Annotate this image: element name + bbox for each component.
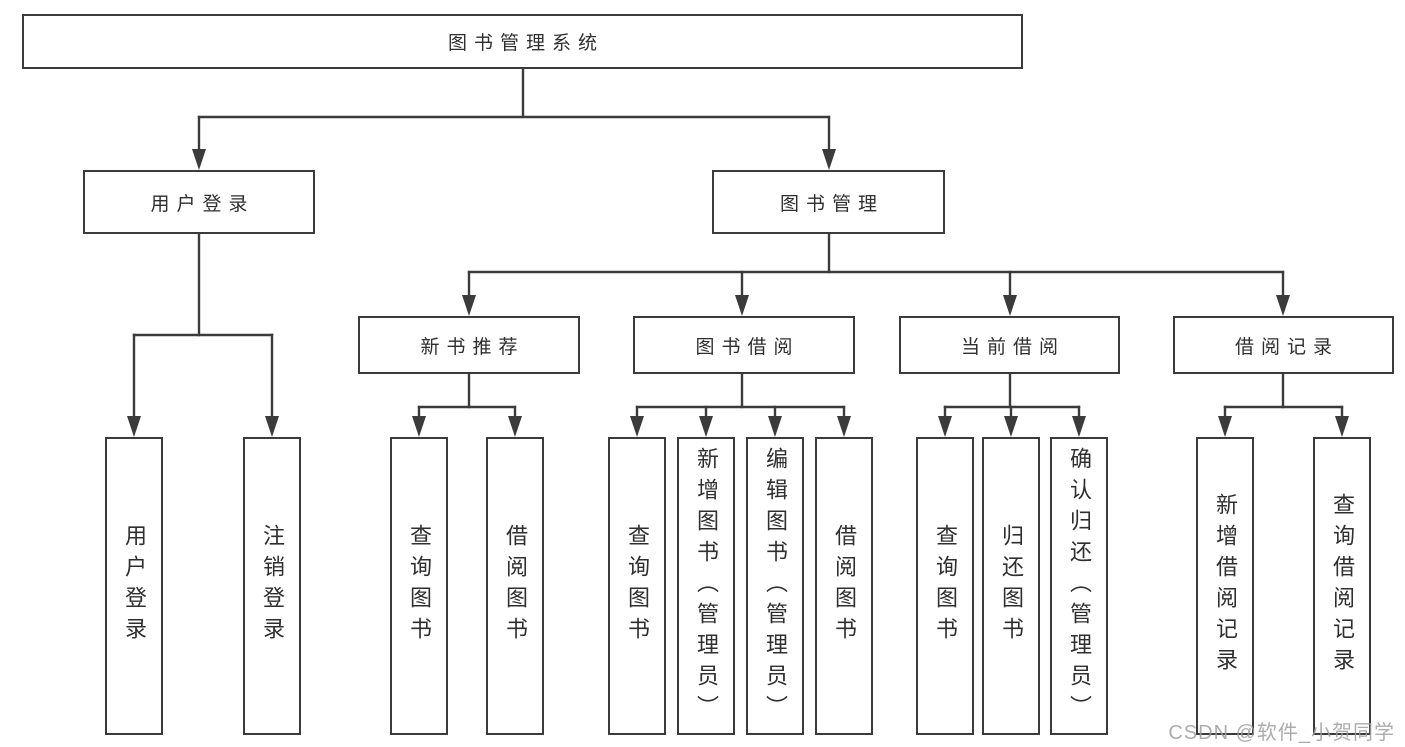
node-label: 图书管理系统 [447, 33, 604, 54]
leaf-add-books-admin: 新增图书（管理员） [677, 437, 735, 735]
node-label: 查询图书 [407, 524, 432, 648]
node-label: 借阅图书 [832, 524, 857, 648]
leaf-query-books-current: 查询图书 [916, 437, 974, 735]
node-label: 用户登录 [122, 524, 147, 648]
node-new-book-recommend: 新书推荐 [358, 316, 580, 374]
csdn-watermark: CSDN @软件_小贺同学 [1168, 722, 1395, 744]
leaf-return-books: 归还图书 [982, 437, 1040, 735]
node-label: 图书借阅 [695, 336, 800, 358]
node-label: 归还图书 [999, 524, 1024, 648]
node-label: 确认归还（管理员） [1067, 446, 1092, 726]
leaf-add-borrow-record: 新增借阅记录 [1196, 437, 1254, 735]
node-current-borrow: 当前借阅 [899, 316, 1120, 374]
leaf-user-login: 用户登录 [105, 437, 163, 735]
node-label: 注销登录 [260, 524, 285, 648]
node-label: 图书管理 [779, 193, 884, 215]
leaf-logout: 注销登录 [243, 437, 301, 735]
node-label: 新增图书（管理员） [694, 446, 719, 726]
leaf-query-books-recommend: 查询图书 [390, 437, 448, 735]
node-book-management: 图书管理 [712, 170, 945, 234]
node-book-borrow: 图书借阅 [633, 316, 855, 374]
leaf-borrow-books-recommend: 借阅图书 [486, 437, 544, 735]
node-label: 新书推荐 [420, 336, 525, 358]
node-label: 用户登录 [150, 193, 255, 215]
leaf-query-borrow-record: 查询借阅记录 [1313, 437, 1371, 735]
node-label: 查询图书 [933, 524, 958, 648]
node-borrow-records: 借阅记录 [1173, 316, 1394, 374]
leaf-borrow-books: 借阅图书 [815, 437, 873, 735]
node-root-system: 图书管理系统 [22, 14, 1023, 69]
node-label: 查询借阅记录 [1330, 493, 1355, 679]
node-user-login-branch: 用户登录 [83, 170, 315, 234]
node-label: 当前借阅 [960, 336, 1065, 358]
node-label: 借阅图书 [503, 524, 528, 648]
node-label: 新增借阅记录 [1213, 493, 1238, 679]
leaf-query-books-borrow: 查询图书 [608, 437, 666, 735]
leaf-edit-books-admin: 编辑图书（管理员） [746, 437, 804, 735]
node-label: 编辑图书（管理员） [763, 446, 788, 726]
node-label: 借阅记录 [1234, 336, 1339, 358]
leaf-confirm-return-admin: 确认归还（管理员） [1050, 437, 1108, 735]
node-label: 查询图书 [625, 524, 650, 648]
